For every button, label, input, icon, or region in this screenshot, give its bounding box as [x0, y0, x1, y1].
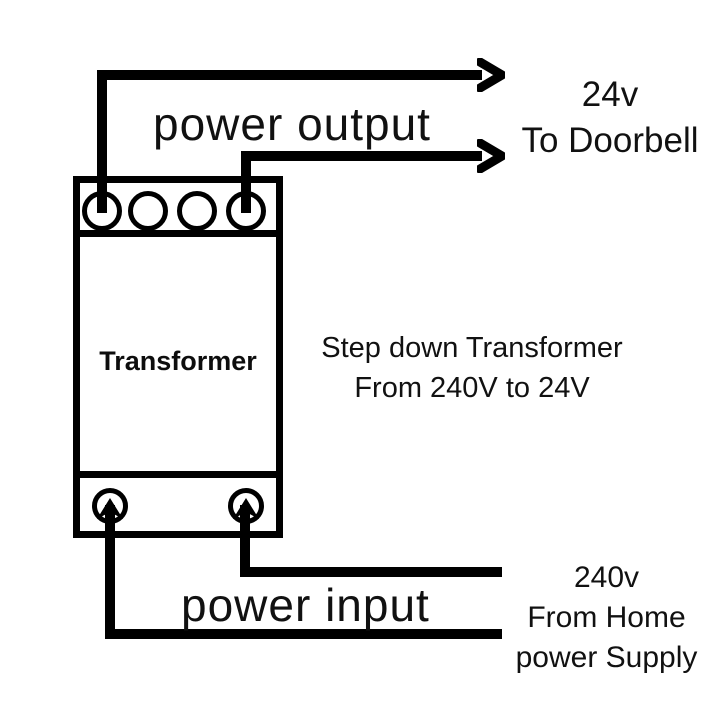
input-wire-1-vertical: [105, 505, 115, 639]
output-note: 24v To Doorbell: [505, 72, 715, 164]
arrow-right-icon: [477, 58, 505, 92]
power-input-label: power input: [181, 579, 430, 631]
arrow-right-icon: [477, 139, 505, 173]
input-wire-1-horizontal: [105, 629, 502, 639]
input-wire-2-vertical: [240, 505, 250, 577]
input-wire-2-horizontal: [240, 567, 502, 577]
input-source-text-2: power Supply: [515, 641, 698, 674]
output-wire-2-horizontal: [241, 151, 482, 161]
arrow-up-icon: [232, 496, 260, 522]
bottom-terminal-strip-divider: [73, 471, 283, 478]
arrow-up-icon: [96, 496, 124, 522]
input-voltage-text: 240v: [573, 561, 640, 594]
output-voltage-text: 24v: [581, 75, 639, 114]
top-terminal-2: [128, 191, 168, 231]
output-wire-1-horizontal: [97, 70, 482, 80]
top-terminal-strip-divider: [73, 230, 283, 237]
description-line-1: Step down Transformer: [321, 332, 623, 364]
power-output-label: power output: [153, 98, 431, 150]
top-terminal-3: [177, 191, 217, 231]
output-wire-2-vertical: [241, 151, 251, 213]
input-source-text-1: From Home: [527, 601, 686, 634]
input-note: 240v From Home power Supply: [494, 558, 719, 678]
output-destination-text: To Doorbell: [521, 121, 699, 160]
transformer-label: Transformer: [99, 346, 257, 376]
transformer-description: Step down Transformer From 240V to 24V: [302, 328, 642, 408]
description-line-2: From 240V to 24V: [354, 372, 590, 404]
output-wire-1-vertical: [97, 70, 107, 213]
